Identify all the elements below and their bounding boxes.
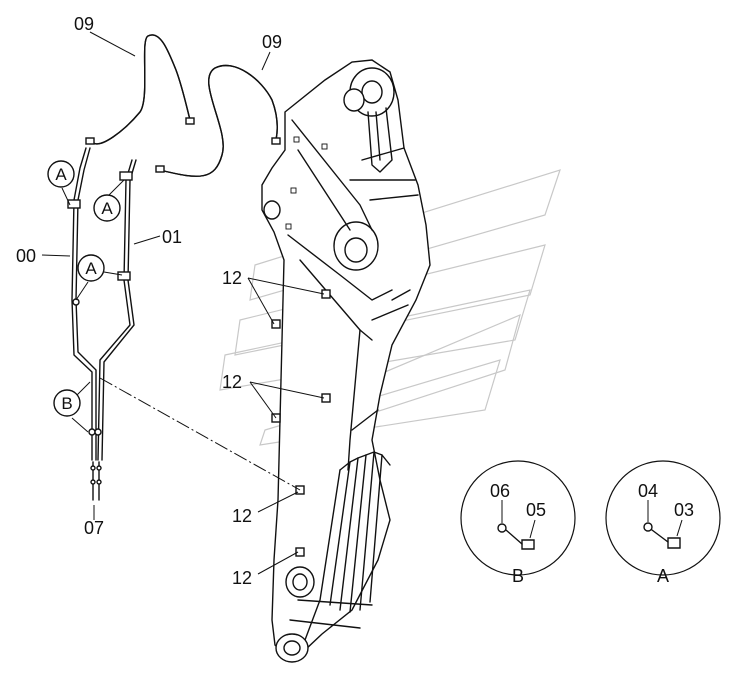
watermark bbox=[219, 169, 561, 446]
callout-label: A bbox=[101, 199, 113, 218]
callout-label: B bbox=[61, 394, 72, 413]
label-12-a: 12 bbox=[222, 268, 242, 288]
boom-arm bbox=[261, 59, 431, 663]
detail-b-title: B bbox=[512, 566, 524, 586]
label-12-d: 12 bbox=[232, 568, 252, 588]
detail-b: 06 05 B bbox=[460, 460, 576, 586]
leader-lines bbox=[41, 31, 325, 575]
label-12-c: 12 bbox=[232, 506, 252, 526]
detail-b-clamp-label: 05 bbox=[526, 500, 546, 520]
detail-a-bolt-label: 04 bbox=[638, 481, 658, 501]
callout-label: A bbox=[55, 165, 67, 184]
callout-b-1: B bbox=[53, 389, 81, 417]
label-07: 07 bbox=[84, 518, 104, 538]
part-labels: 09 09 01 00 07 12 12 12 12 bbox=[16, 14, 282, 588]
detail-a-clamp-label: 03 bbox=[674, 500, 694, 520]
callout-a-1: A bbox=[47, 160, 75, 188]
callout-a-3: A bbox=[77, 254, 105, 282]
label-01: 01 bbox=[162, 227, 182, 247]
pipes bbox=[67, 147, 137, 501]
label-12-b: 12 bbox=[222, 372, 242, 392]
label-09-right: 09 bbox=[262, 32, 282, 52]
label-09-left: 09 bbox=[74, 14, 94, 34]
callout-a-2: A bbox=[93, 194, 121, 222]
detail-b-bolt-label: 06 bbox=[490, 481, 510, 501]
hoses-09 bbox=[85, 34, 281, 177]
callout-label: A bbox=[85, 259, 97, 278]
detail-a: 04 03 A bbox=[605, 460, 721, 586]
label-00: 00 bbox=[16, 246, 36, 266]
detail-a-title: A bbox=[657, 566, 669, 586]
